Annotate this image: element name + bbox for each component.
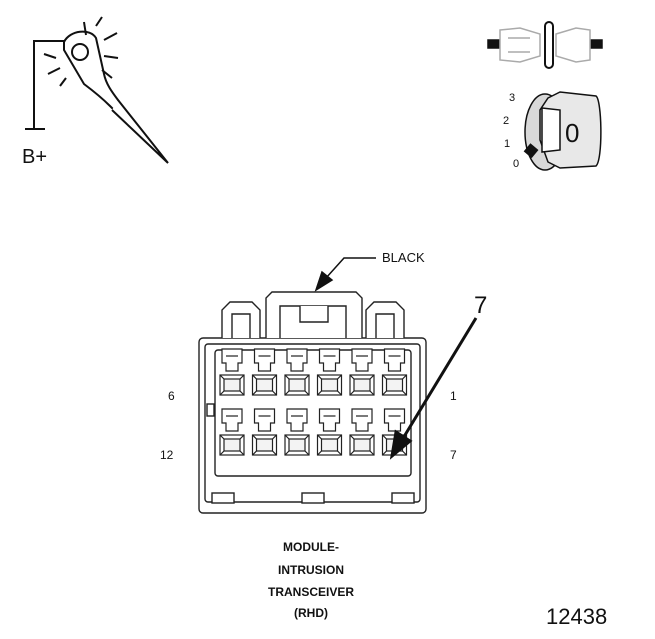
terminal-cavity	[381, 348, 408, 396]
caption-line-3: TRANSCEIVER	[267, 585, 354, 599]
callout-terminal-number: 7	[474, 292, 488, 319]
terminal-cavity	[284, 408, 310, 456]
connector-body	[198, 291, 427, 514]
ignition-key-icon	[523, 91, 602, 171]
pin-label-bottom-left: 12	[160, 448, 174, 462]
caption-line-2: INTRUSION	[278, 563, 344, 577]
terminal-cavity	[219, 408, 245, 456]
terminal-cavity	[349, 408, 375, 456]
terminal-cavity	[349, 348, 375, 396]
caption-line-1: MODULE-	[283, 540, 339, 554]
color-leader-line	[314, 257, 376, 292]
terminal-cavity	[284, 348, 310, 396]
ignition-position-0: 0	[513, 158, 520, 170]
terminal-cavity	[251, 348, 278, 396]
ignition-position-2: 2	[503, 115, 510, 127]
callout-arrow	[389, 317, 478, 460]
terminal-cavity	[316, 348, 343, 396]
test-light-probe-icon	[25, 16, 169, 164]
open-switch-icon	[487, 21, 603, 69]
connector-color-label: BLACK	[382, 250, 425, 265]
pin-label-top-right: 1	[450, 389, 457, 403]
terminal-cavity	[219, 348, 245, 396]
ignition-key-label: 0	[565, 118, 580, 148]
ignition-position-3: 3	[509, 92, 516, 104]
terminal-grid	[219, 348, 408, 456]
terminal-cavity	[251, 408, 278, 456]
terminal-cavity	[316, 408, 343, 456]
supply-voltage-label: B+	[22, 146, 48, 168]
caption-line-4: (RHD)	[294, 606, 328, 620]
pin-label-bottom-right: 7	[450, 448, 457, 462]
figure-number: 12438	[546, 604, 608, 629]
ignition-position-1: 1	[504, 138, 511, 150]
pin-label-top-left: 6	[168, 389, 175, 403]
